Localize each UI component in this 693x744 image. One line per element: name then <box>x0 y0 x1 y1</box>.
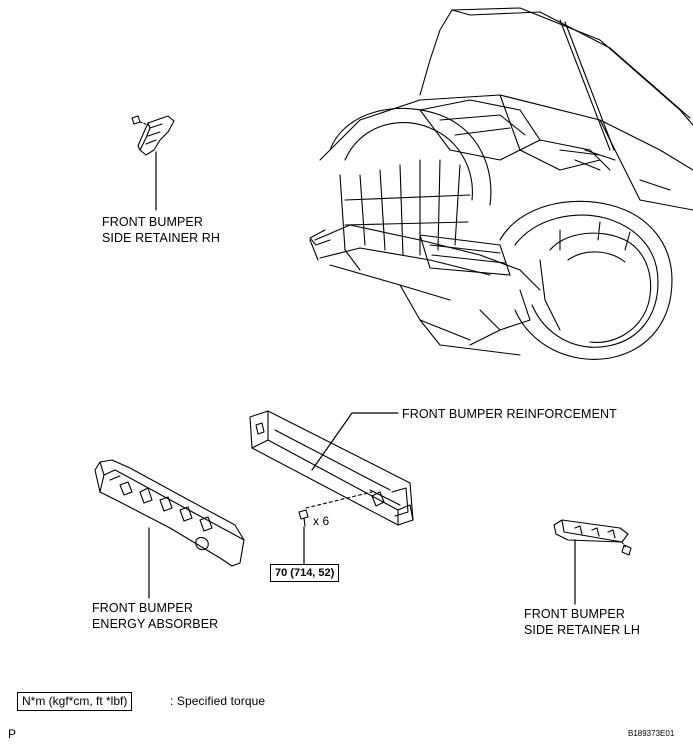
figure-code: B189373E01 <box>628 729 675 738</box>
reinforcement-part <box>249 410 414 526</box>
side-retainer-lh-part <box>553 519 632 556</box>
label-rh-line2: SIDE RETAINER RH <box>102 231 221 245</box>
energy-absorber-part <box>94 459 245 567</box>
label-lh-line2: SIDE RETAINER LH <box>524 623 640 637</box>
label-absorber-line1: FRONT BUMPER <box>92 601 193 615</box>
label-energy-absorber: FRONT BUMPER ENERGY ABSORBER <box>92 600 218 632</box>
torque-legend-units: N*m (kgf*cm, ft *lbf) <box>17 692 133 711</box>
torque-value-box: 70 (714, 52) <box>270 564 340 582</box>
label-side-retainer-rh: FRONT BUMPER SIDE RETAINER RH <box>102 214 220 246</box>
bolt-count-label: x 6 <box>313 514 330 528</box>
bolt-part <box>298 491 373 527</box>
footer-left-mark: P <box>8 727 17 741</box>
leader-reinforcement <box>311 412 399 471</box>
label-side-retainer-lh: FRONT BUMPER SIDE RETAINER LH <box>524 606 640 638</box>
vehicle-front-illustration <box>309 7 693 360</box>
side-retainer-rh-part <box>131 115 175 156</box>
label-lh-line1: FRONT BUMPER <box>524 607 625 621</box>
torque-legend-meaning: : Specified torque <box>170 694 266 708</box>
label-reinforcement: FRONT BUMPER REINFORCEMENT <box>402 407 617 421</box>
label-rh-line1: FRONT BUMPER <box>102 215 203 229</box>
label-absorber-line2: ENERGY ABSORBER <box>92 617 219 631</box>
